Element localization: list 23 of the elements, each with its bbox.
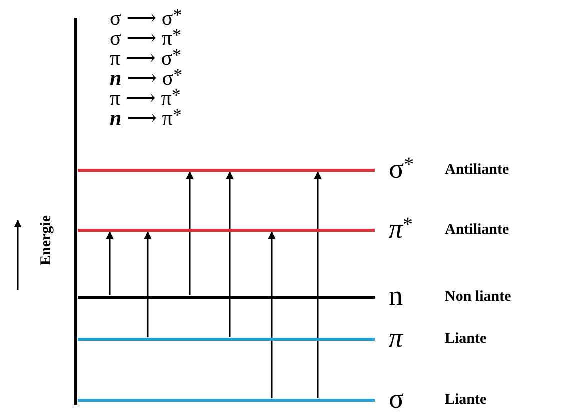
orbital-symbol: n [388,282,404,312]
transition-label: π ⟶ π$^{*}$ [110,88,181,108]
orbital-type-label: Liante [445,330,487,348]
orbital-symbol: σ$^{*}$ [388,155,416,185]
orbital-symbol: π$^{*}$ [388,215,414,245]
transition-label: σ ⟶ σ$^{*}$ [110,8,182,28]
orbital-type-label: Antiliante [445,162,510,178]
orbital-type-label: Antiliante [445,222,510,238]
orbital-symbol: σ [388,385,406,412]
transition-label: σ ⟶ π$^{*}$ [110,28,182,48]
transition-label: n ⟶ σ$^{*}$ [110,68,183,88]
orbital-type-label: Liante [445,392,487,408]
transition-label: π ⟶ σ$^{*}$ [110,48,182,68]
orbital-symbol: π [388,324,405,354]
axis-label: Energie [38,216,56,266]
transition-arrow [144,232,152,338]
transition-arrow [106,232,114,296]
transition-label: n ⟶ π$^{*}$ [110,108,182,128]
transition-arrow [268,232,276,398]
transition-arrow [186,172,194,296]
orbital-type-label: Non liante [445,288,512,306]
transition-arrow [226,172,234,338]
transition-arrow [314,172,322,398]
